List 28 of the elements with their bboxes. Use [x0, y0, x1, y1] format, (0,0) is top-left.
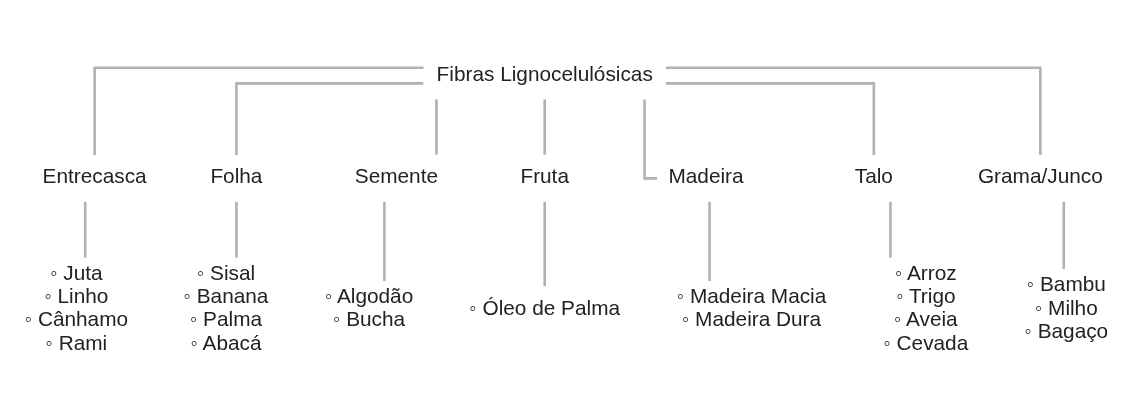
node-text: Fruta	[520, 164, 569, 188]
connector	[93, 66, 424, 155]
node-text: Talo	[854, 164, 893, 188]
connector	[665, 82, 876, 155]
node-text: ◦ Arroz ◦ Trigo ◦ Aveia ◦ Cevada	[883, 260, 969, 354]
connector	[235, 82, 424, 155]
node-text: Semente	[354, 164, 439, 188]
node-text: ◦ Bambu ◦ Milho ◦ Bagaço	[1024, 272, 1109, 343]
connector	[1062, 201, 1066, 269]
connector	[383, 201, 386, 281]
node-text: ◦ Sisal ◦ Banana ◦ Palma ◦ Abacá	[183, 260, 269, 354]
node-text: ◦ Madeira Macia ◦ Madeira Dura	[676, 284, 827, 331]
node-text: Folha	[210, 164, 263, 188]
connector	[543, 201, 546, 287]
connector	[543, 99, 546, 155]
node-text: Grama/Junco	[977, 164, 1103, 188]
connector	[435, 99, 438, 155]
connector	[889, 201, 892, 258]
node-text: Fibras Lignocelulósicas	[436, 61, 653, 85]
node-text: ◦ Algodão ◦ Bucha	[324, 284, 414, 331]
node-text: Madeira	[668, 164, 744, 188]
node-text: ◦ Óleo de Palma	[469, 295, 621, 319]
connector	[665, 66, 1042, 155]
connector	[235, 201, 238, 258]
connector	[708, 201, 711, 281]
node-text: ◦ Juta ◦ Linho ◦ Cânhamo ◦ Rami	[24, 260, 129, 354]
node-text: Entrecasca	[42, 164, 147, 188]
connector	[83, 201, 87, 258]
